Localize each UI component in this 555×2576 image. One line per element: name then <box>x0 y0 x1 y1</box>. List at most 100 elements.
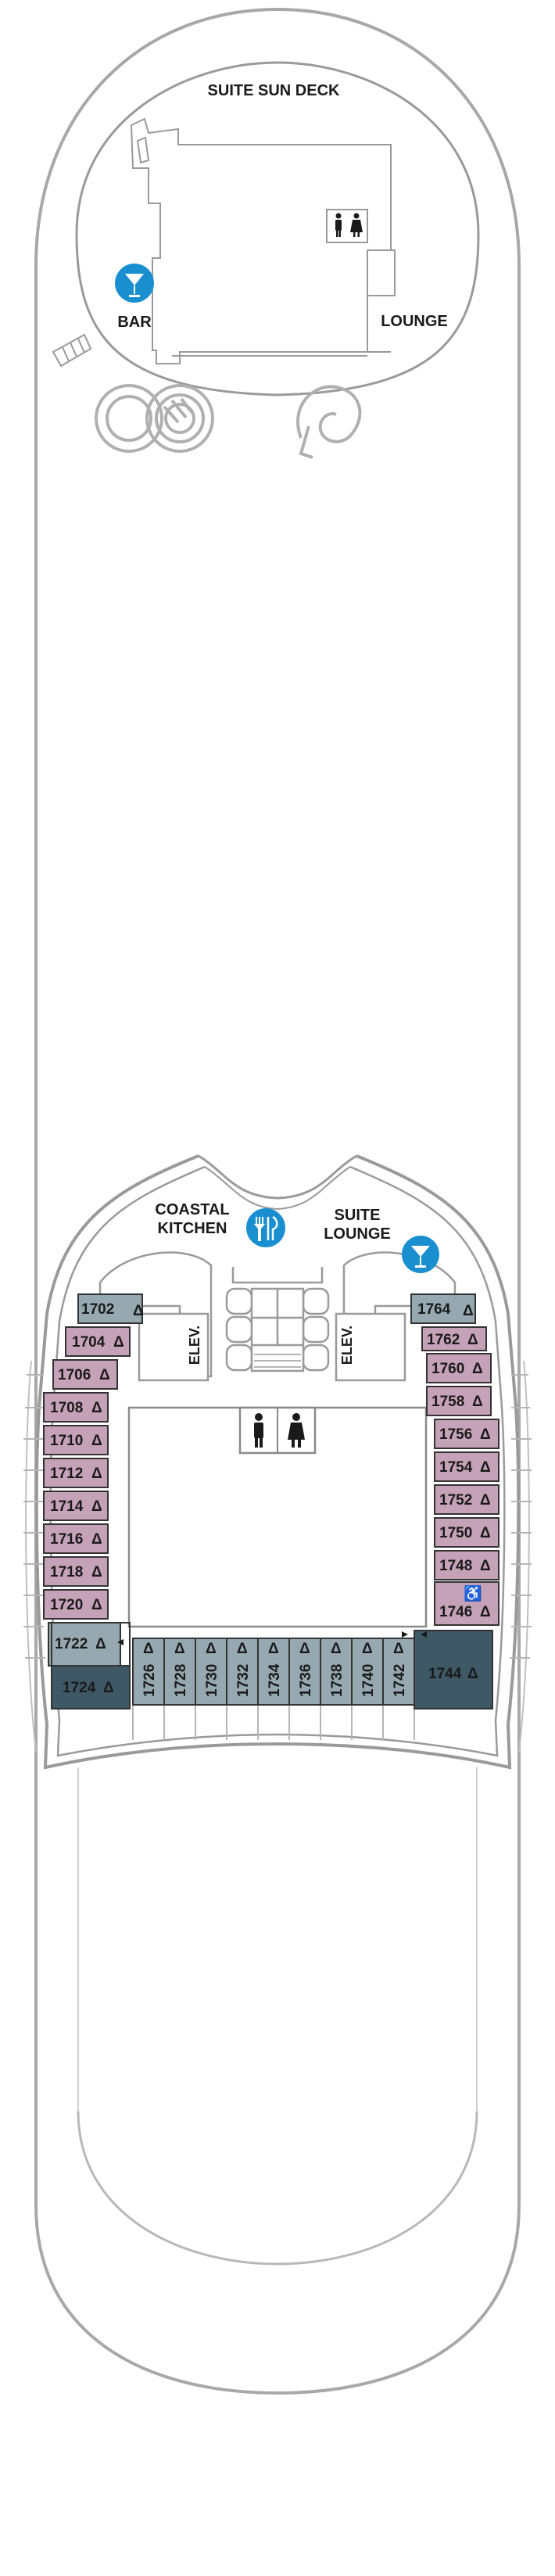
svg-text:Δ: Δ <box>206 1641 217 1657</box>
svg-text:Δ: Δ <box>91 1466 102 1482</box>
coastal-kitchen-label-2: KITCHEN <box>158 1220 227 1237</box>
svg-text:1714: 1714 <box>50 1498 84 1515</box>
svg-text:1740: 1740 <box>360 1664 377 1697</box>
svg-text:Δ: Δ <box>480 1426 491 1443</box>
cabin-1736[interactable]: 1736 Δ <box>288 1638 321 1706</box>
cabin-1726[interactable]: 1726 Δ <box>132 1638 165 1706</box>
svg-text:1732: 1732 <box>235 1664 252 1697</box>
waterslide-loops <box>95 384 362 459</box>
svg-text:1706: 1706 <box>58 1367 91 1383</box>
svg-text:Δ: Δ <box>299 1641 310 1657</box>
cabin-1762[interactable]: 1762 Δ <box>421 1326 487 1351</box>
cabin-1756[interactable]: 1756 Δ <box>434 1419 500 1449</box>
svg-text:Δ: Δ <box>480 1525 491 1541</box>
svg-text:Δ: Δ <box>143 1641 154 1657</box>
lounge-bar-icon <box>402 1236 439 1273</box>
svg-text:1728: 1728 <box>173 1664 189 1697</box>
cabin-1718[interactable]: 1718 Δ <box>43 1556 109 1587</box>
deck-17-structure: ELEV. ELEV. <box>23 1154 532 1770</box>
svg-text:Δ: Δ <box>95 1636 106 1652</box>
cabin-1720[interactable]: 1720 Δ <box>43 1589 109 1620</box>
cabin-1734[interactable]: 1734 Δ <box>257 1638 290 1706</box>
svg-text:Δ: Δ <box>472 1361 483 1377</box>
svg-text:1736: 1736 <box>298 1664 314 1697</box>
svg-text:1702: 1702 <box>81 1301 114 1318</box>
svg-text:Δ: Δ <box>331 1641 342 1657</box>
coastal-kitchen-label-1: COASTAL <box>155 1201 229 1218</box>
cabin-1730[interactable]: 1730 Δ <box>195 1638 227 1706</box>
svg-text:1726: 1726 <box>141 1664 158 1697</box>
sun-deck-outline <box>75 61 480 396</box>
svg-text:1762: 1762 <box>427 1332 460 1348</box>
svg-text:1748: 1748 <box>439 1558 472 1574</box>
svg-text:1720: 1720 <box>50 1597 83 1613</box>
cabin-1712[interactable]: 1712 Δ <box>43 1458 109 1488</box>
sun-deck-label: SUITE SUN DECK <box>208 82 340 99</box>
cabin-1746[interactable]: ♿ 1746 Δ <box>434 1581 500 1626</box>
svg-text:Δ: Δ <box>91 1597 102 1613</box>
svg-text:Δ: Δ <box>91 1531 102 1548</box>
deck-stair-left <box>136 136 150 164</box>
svg-text:1750: 1750 <box>439 1525 472 1541</box>
cabin-1750[interactable]: 1750 Δ <box>434 1517 500 1548</box>
svg-text:Δ: Δ <box>103 1680 114 1696</box>
cabin-1724[interactable]: 1724 Δ <box>51 1622 131 1710</box>
svg-text:1708: 1708 <box>50 1400 83 1416</box>
bar-icon <box>115 264 154 303</box>
suite-lounge-label-2: LOUNGE <box>324 1225 391 1243</box>
svg-text:Δ: Δ <box>91 1400 102 1416</box>
svg-text:1764: 1764 <box>417 1301 451 1318</box>
balcony-dividers <box>23 1374 532 1740</box>
svg-text:Δ: Δ <box>268 1641 279 1657</box>
svg-text:1754: 1754 <box>439 1459 473 1476</box>
cabin-1708[interactable]: 1708 Δ <box>43 1392 109 1423</box>
cabin-1744[interactable]: 1744 Δ <box>414 1630 493 1710</box>
cabin-1706[interactable]: 1706 Δ <box>52 1359 118 1390</box>
svg-text:Δ: Δ <box>362 1641 373 1657</box>
elevator-left <box>138 1312 209 1382</box>
svg-text:1746: 1746 <box>439 1604 472 1620</box>
svg-text:Δ: Δ <box>480 1492 491 1509</box>
cabin-1728[interactable]: 1728 Δ <box>163 1638 196 1706</box>
cabin-1738[interactable]: 1738 Δ <box>320 1638 353 1706</box>
svg-text:Δ: Δ <box>463 1303 474 1319</box>
cabin-1722[interactable]: 1722 Δ <box>48 1622 121 1667</box>
svg-text:Δ: Δ <box>113 1334 124 1351</box>
svg-text:Δ: Δ <box>480 1558 491 1574</box>
ship-hull <box>34 7 521 2395</box>
dining-icon <box>246 1208 285 1247</box>
slide-ladder <box>52 333 92 368</box>
aft-curve <box>77 2111 478 2266</box>
cabin-1754[interactable]: 1754 Δ <box>434 1451 500 1482</box>
cabin-1732[interactable]: 1732 Δ <box>226 1638 259 1706</box>
svg-text:Δ: Δ <box>91 1433 102 1449</box>
cabin-1716[interactable]: 1716 Δ <box>43 1523 109 1554</box>
cabin-1764[interactable]: 1764 Δ <box>410 1293 476 1324</box>
svg-text:Δ: Δ <box>99 1367 110 1383</box>
elevator-right <box>335 1312 406 1382</box>
svg-text:♿: ♿ <box>464 1584 482 1602</box>
cabin-1702[interactable]: 1702 Δ <box>77 1293 144 1324</box>
cabin-1742[interactable]: 1742 Δ <box>382 1638 415 1706</box>
deck-central-structure <box>130 117 392 364</box>
cabin-1710[interactable]: 1710 Δ <box>43 1425 109 1455</box>
bar-label: BAR <box>117 314 152 331</box>
svg-text:1718: 1718 <box>50 1564 83 1580</box>
cabin-1752[interactable]: 1752 Δ <box>434 1484 500 1515</box>
svg-text:1744: 1744 <box>428 1666 462 1682</box>
svg-text:Δ: Δ <box>237 1641 248 1657</box>
cabin-1714[interactable]: 1714 Δ <box>43 1491 109 1521</box>
svg-text:1724: 1724 <box>63 1680 96 1696</box>
cabin-1760[interactable]: 1760 Δ <box>426 1353 492 1383</box>
cabin-1758[interactable]: 1758 Δ <box>426 1386 492 1416</box>
cabin-1740[interactable]: 1740 Δ <box>351 1638 384 1706</box>
svg-text:1760: 1760 <box>431 1361 464 1377</box>
deck-edge-left <box>25 1360 37 1753</box>
svg-text:Δ: Δ <box>393 1641 404 1657</box>
cabin-1704[interactable]: 1704 Δ <box>65 1326 131 1357</box>
cabin-1748[interactable]: 1748 Δ <box>434 1550 500 1580</box>
svg-text:1704: 1704 <box>72 1334 106 1351</box>
svg-text:1738: 1738 <box>329 1664 346 1697</box>
svg-text:Δ: Δ <box>174 1641 185 1657</box>
